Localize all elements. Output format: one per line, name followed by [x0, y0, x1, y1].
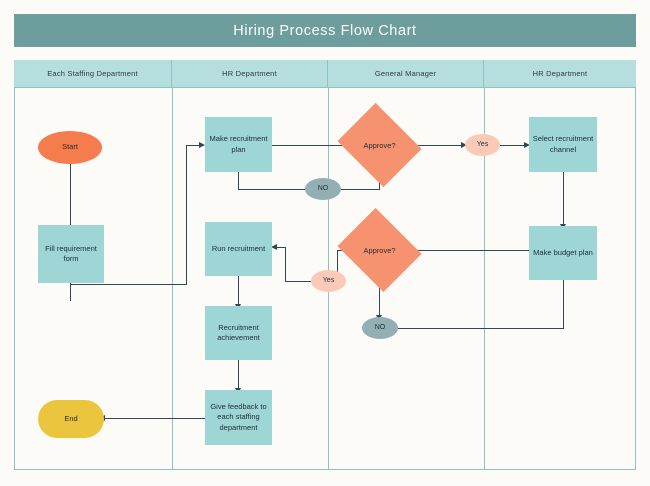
connector-fill-form-down	[70, 283, 72, 301]
lane-divider-3	[484, 88, 485, 470]
node-label: Approve?	[363, 140, 396, 150]
arrowhead-to-select-channel	[524, 142, 530, 148]
lane-header-each-staffing-department: Each Staffing Department	[14, 60, 172, 87]
connector-yes2-left	[285, 281, 311, 283]
connector-no1-up-to-make-plan	[238, 172, 240, 190]
connector-no2-right	[398, 328, 564, 330]
connector-approve2-yes-down	[337, 250, 339, 281]
page-title: Hiring Process Flow Chart	[233, 22, 417, 39]
title-banner: Hiring Process Flow Chart	[14, 14, 636, 47]
node-give-feedback[interactable]: Give feedback to each staffing departmen…	[205, 390, 272, 445]
swimlane-header-row: Each Staffing Department HR Department G…	[14, 60, 636, 88]
connector-yes2-up	[285, 247, 287, 282]
lane-header-general-manager: General Manager	[328, 60, 484, 87]
connector-feedback-to-end	[105, 418, 205, 420]
connector-yes1-to-select-channel	[500, 145, 528, 147]
node-label: End	[64, 413, 78, 423]
lane-header-hr-department-2: HR Department	[484, 60, 636, 87]
node-start[interactable]: Start	[38, 131, 102, 164]
connector-into-make-plan	[186, 145, 199, 147]
label-yes-2: Yes	[311, 270, 346, 292]
connector-approve1-no-left	[341, 189, 380, 191]
connector-budget-plan-to-approve2	[412, 250, 529, 252]
node-recruitment-achievement[interactable]: Recruitment achievement	[205, 306, 272, 360]
lane-header-label: HR Department	[532, 69, 588, 78]
node-label: Yes	[476, 141, 489, 149]
node-label: Yes	[322, 277, 335, 285]
node-label: NO	[317, 185, 329, 193]
lane-header-label: HR Department	[222, 69, 277, 78]
node-label: Start	[62, 142, 78, 152]
node-label: Make recruitment plan	[209, 134, 268, 154]
lane-header-label: General Manager	[374, 69, 437, 78]
node-label: Approve?	[363, 245, 396, 255]
node-label: Recruitment achievement	[217, 322, 260, 342]
node-approve-decision-2[interactable]: Approve?	[337, 207, 422, 293]
connector-approve2-no-down	[379, 277, 381, 317]
connector-fill-form-right	[70, 284, 187, 286]
node-label: NO	[374, 324, 386, 332]
connector-fill-form-to-start	[70, 163, 72, 225]
node-select-recruitment-channel[interactable]: Select recruitment channel	[529, 117, 597, 172]
connector-select-channel-to-budget-plan	[563, 172, 565, 227]
connector-approve1-to-yes1	[412, 145, 465, 147]
node-fill-requirement-form[interactable]: Fill requirement form	[38, 225, 104, 283]
label-yes-1: Yes	[465, 134, 500, 156]
lane-divider-1	[172, 88, 173, 470]
node-label: Run recruitment	[211, 243, 266, 253]
arrowhead-to-run-recruit	[271, 244, 277, 250]
lane-header-hr-department-1: HR Department	[172, 60, 328, 87]
node-run-recruitment[interactable]: Run recruitment	[205, 222, 272, 276]
connector-up-to-make-plan	[186, 145, 188, 285]
label-no-1: NO	[305, 178, 341, 200]
connector-no1-to-make-plan-left	[238, 189, 305, 191]
node-label: Make budget plan	[533, 247, 593, 257]
connector-make-plan-to-approve1	[272, 145, 347, 147]
lane-header-label: Each Staffing Department	[47, 69, 138, 78]
connector-achievement-to-feedback	[238, 360, 240, 391]
node-label: Fill requirement form	[45, 243, 97, 263]
arrowhead-to-make-plan	[199, 142, 205, 148]
node-make-budget-plan[interactable]: Make budget plan	[529, 226, 597, 280]
arrowhead-to-yes1	[461, 142, 467, 148]
node-approve-decision-1[interactable]: Approve?	[337, 102, 422, 188]
label-no-2: NO	[362, 317, 398, 339]
node-label: Give feedback to each staffing departmen…	[210, 402, 267, 432]
connector-no2-up-to-budget-plan	[563, 280, 565, 329]
node-make-recruitment-plan[interactable]: Make recruitment plan	[205, 117, 272, 172]
connector-yes2-into-run-recruit	[277, 247, 286, 249]
connector-run-recruit-to-achievement	[238, 276, 240, 307]
node-label: Select recruitment channel	[532, 134, 594, 154]
node-end[interactable]: End	[38, 400, 104, 438]
